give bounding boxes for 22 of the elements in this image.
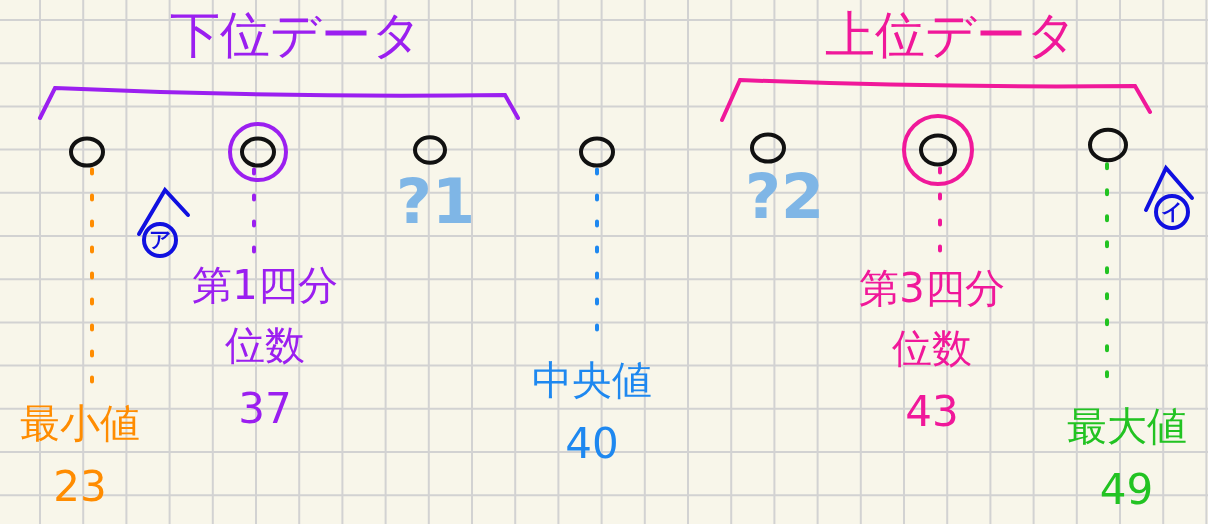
handwritten-label: 第1四分位数 <box>191 261 339 370</box>
value-label: 40 <box>564 418 620 470</box>
small-circle <box>412 132 448 168</box>
value-label: 37 <box>237 383 293 435</box>
value-label: 43 <box>904 386 960 438</box>
handwritten-label: 最大値 <box>1065 402 1188 451</box>
small-circle <box>749 129 787 167</box>
handwritten-label: 中央値 <box>531 356 653 405</box>
heading: 下位データ <box>170 5 422 66</box>
small-circle <box>68 133 106 171</box>
handwritten-label: 最小値 <box>19 399 141 448</box>
question-mark-label: ?2 <box>745 160 825 233</box>
circled-letter: ア <box>142 222 178 258</box>
small-circle <box>239 133 277 171</box>
handwritten-label: 第3四分位数 <box>858 264 1006 373</box>
value-label: 23 <box>52 461 108 513</box>
question-mark-label: ?1 <box>396 165 476 238</box>
heading: 上位データ <box>825 5 1077 66</box>
leader-line <box>252 167 256 255</box>
small-circle <box>578 133 616 171</box>
value-label: 49 <box>1098 464 1155 516</box>
circled-letter: イ <box>1154 194 1190 230</box>
